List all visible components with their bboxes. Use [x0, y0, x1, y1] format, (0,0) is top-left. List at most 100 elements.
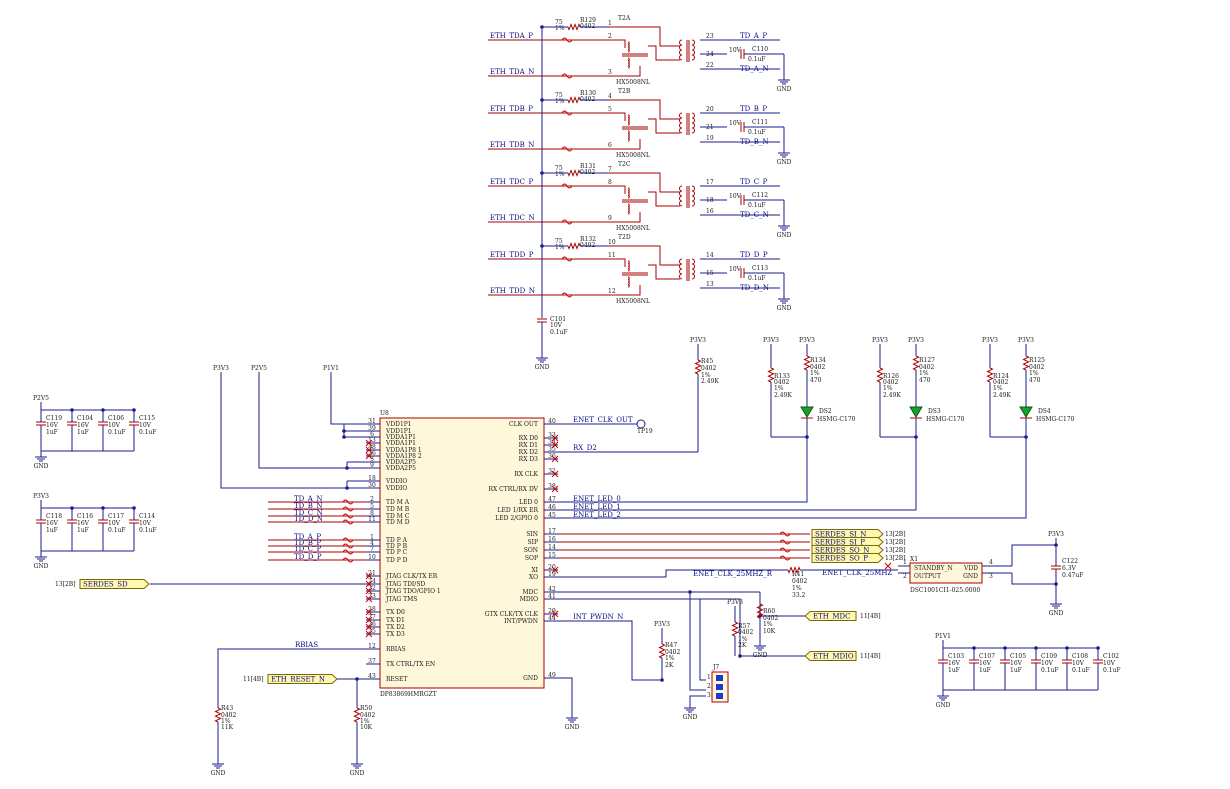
ic-pin-label: VDDIO: [385, 485, 407, 492]
no-connect-mark: [365, 616, 373, 624]
ic-pin-num: 19: [548, 571, 556, 578]
gnd-label: GND: [34, 463, 49, 470]
transformer-ref: T2B: [618, 88, 631, 95]
pin-num: 2: [608, 33, 612, 40]
transformer-lead: [605, 39, 626, 48]
pin-num: 11: [608, 252, 616, 259]
td-port-label: TD_B_P: [294, 539, 321, 547]
cap-c: 0.1uF: [108, 527, 126, 534]
test-point[interactable]: [636, 419, 646, 429]
cap-val: 0.1uF: [748, 275, 766, 282]
gnd-label: GND: [350, 770, 365, 777]
r-ref: R126: [883, 373, 899, 380]
pin-num: 22: [706, 62, 714, 69]
ic-pin-label: TX D1: [386, 617, 405, 624]
c122-v: 6.3V: [1062, 565, 1077, 572]
ic-pin-label: CLK OUT: [509, 421, 538, 428]
transformer-coil: [679, 39, 683, 61]
led-bias-r: [876, 367, 884, 383]
r47-ref: R47: [665, 642, 677, 649]
no-connect-mark: [551, 441, 559, 449]
resistor-tol: 1%: [555, 244, 565, 251]
resistor-value: 75: [555, 19, 563, 26]
cap-v: 10V: [1041, 660, 1054, 667]
led-r: [1022, 355, 1030, 371]
r-v: 1%: [883, 385, 893, 392]
ic-pin-num: 43: [368, 673, 376, 680]
cap-v: 16V: [948, 660, 961, 667]
r45-v: 1%: [701, 372, 711, 379]
ic-pin-label: VDDIO: [385, 478, 407, 485]
serdes-sd-port[interactable]: [79, 579, 150, 589]
r-v: 0402: [993, 379, 1008, 386]
cap-v: 10V: [139, 422, 152, 429]
resistor-value: 75: [555, 92, 563, 99]
eth-mdc-port[interactable]: [804, 611, 857, 621]
r47: [658, 643, 666, 659]
ic-pin-num: 1: [370, 534, 374, 541]
junction-dot: [1065, 646, 1069, 650]
cap-ref: C115: [139, 415, 155, 422]
ic-pin-num: 39: [368, 425, 376, 432]
net-label-p: ETH_TDC_P: [490, 178, 534, 186]
diff-pair-mark: [342, 506, 354, 512]
serdes-port[interactable]: [811, 553, 884, 563]
no-connect-mark: [365, 608, 373, 616]
no-connect-mark: [365, 630, 373, 638]
eth-reset-port[interactable]: [267, 674, 338, 684]
clk-net: ENET_CLK_25MHZ: [822, 569, 892, 577]
cap-v: 16V: [77, 520, 90, 527]
cap-c: 0.1uF: [108, 429, 126, 436]
junction-dot: [1054, 543, 1058, 547]
transformer-part: HX5008NL: [616, 152, 650, 159]
power-label: P1V1: [935, 633, 951, 640]
pin-num: 6: [608, 142, 612, 149]
junction-dot: [1096, 646, 1100, 650]
cap-v: 16V: [46, 520, 59, 527]
r-v: 1%: [993, 385, 1003, 392]
transformer-lead: [610, 26, 680, 47]
r45-v: 0402: [701, 365, 716, 372]
diff-pair-mark: [342, 499, 354, 505]
transformer-ref: T2C: [618, 161, 631, 168]
transformer-lead: [605, 139, 641, 150]
cap-ref: C111: [752, 119, 768, 126]
eth-mdio-port[interactable]: [804, 651, 857, 661]
ic-pin-label: TD P C: [386, 549, 408, 556]
transformer-part: HX5008NL: [616, 79, 650, 86]
led-wire: [558, 437, 808, 503]
pin-num: 17: [706, 179, 714, 186]
j7-pin-num: 2: [707, 683, 711, 690]
cap-c: 0.1uF: [139, 429, 157, 436]
led-diode: [1019, 406, 1033, 418]
junction-dot: [345, 466, 349, 470]
r-v: 470: [919, 377, 931, 384]
cap-c: 1uF: [77, 429, 89, 436]
junction-dot: [540, 244, 544, 248]
pin-num: 1: [608, 20, 612, 27]
ic-pin-num: 31: [368, 418, 376, 425]
j7-pin: [716, 693, 723, 699]
ic-pin-label: VDDA2P5: [385, 465, 416, 472]
serdes-ref: 13[2B]: [885, 531, 906, 538]
transformer-coil: [627, 187, 630, 199]
r43-v: 0402: [221, 712, 236, 719]
out-label-p: TD_D_P: [740, 251, 768, 259]
ic-pin-num: 12: [368, 643, 376, 650]
power-label: P3V3: [799, 337, 815, 344]
no-connect-mark: [551, 470, 559, 478]
junction-dot: [70, 506, 74, 510]
termination-resistor: [567, 23, 581, 31]
led-ref: DS3: [928, 408, 941, 415]
eth-mdio-port-text: ETH_MDIO: [813, 653, 854, 661]
ic-pin-num: 37: [368, 658, 376, 665]
p1v1-rail: [330, 372, 366, 425]
junction-dot: [540, 98, 544, 102]
gnd-label: GND: [753, 652, 768, 659]
c101-ref: C101: [550, 316, 566, 323]
no-connect-mark: [365, 580, 373, 588]
no-connect-mark: [365, 587, 373, 595]
no-connect-mark: [551, 485, 559, 493]
ic-pin-label: INT/PWDN: [504, 618, 538, 625]
